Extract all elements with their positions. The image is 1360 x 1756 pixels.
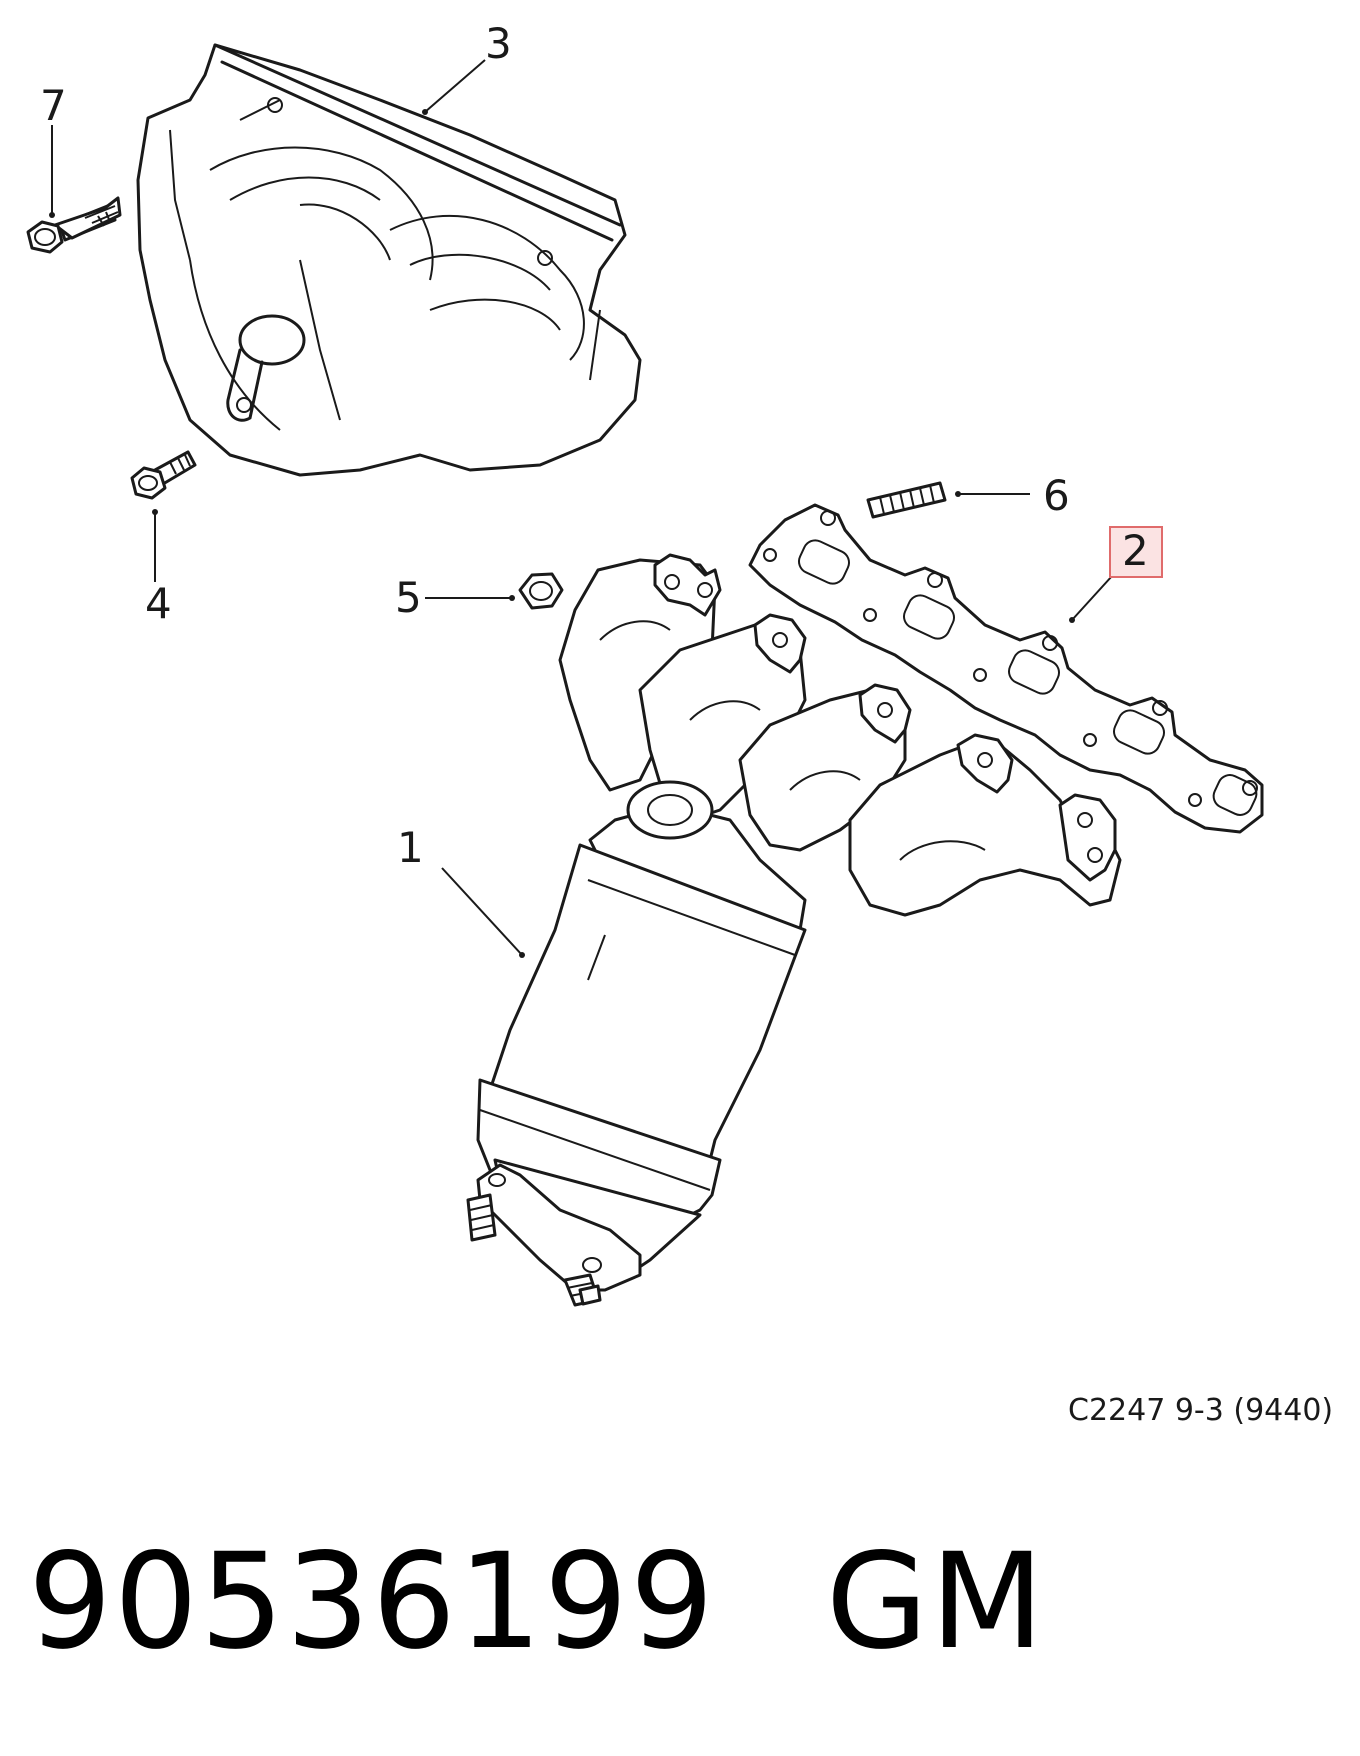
callout-1: 1 [397,823,424,872]
callout-4: 4 [145,579,172,628]
callout-7: 7 [40,81,67,130]
reference-code: C2247 9-3 (9440) [1068,1393,1333,1428]
part-number: 90536199 [28,1525,716,1679]
callout-2: 2 [1122,526,1149,575]
nut-part [425,572,564,610]
stud-part [866,481,1030,519]
part-number-line: 90536199 GM [28,1525,1046,1679]
callout-5: 5 [395,573,422,622]
heat-shield-part [136,43,642,477]
gasket-part [748,503,1264,834]
short-bolt-part [130,450,197,582]
callout-2-highlight-box [1109,526,1163,578]
long-bolt-part [26,125,122,254]
callout-6: 6 [1043,471,1070,520]
callout-3: 3 [485,19,512,68]
manifold-catalyst-part [441,553,1122,1307]
brand-name: GM [825,1525,1047,1679]
